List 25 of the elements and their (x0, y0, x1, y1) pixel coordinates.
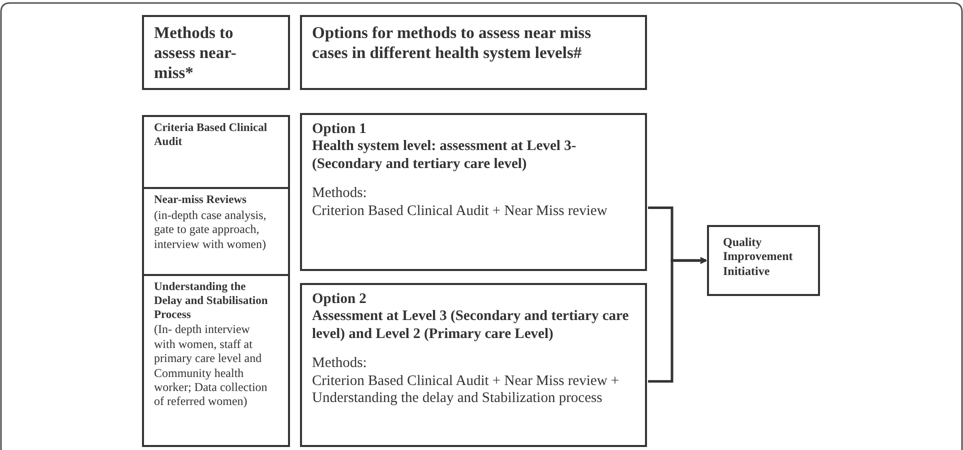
box-text: Health system level: assessment at Level 3- (Secondary and tertiary care level) (312, 138, 578, 174)
box-heading: Option 2 (312, 291, 368, 308)
box-text: (in-depth case analysis, gate to gate approach, interview with women) (154, 208, 268, 251)
box-text: Methods: (312, 185, 368, 203)
option-box (300, 113, 647, 271)
box-heading: Option 1 (312, 121, 368, 138)
method-box (142, 115, 290, 189)
box-heading: Understanding the Delay and Stabilisation Process (154, 281, 269, 322)
header-box (142, 15, 290, 90)
box-text: Quality Improvement Initiative (723, 235, 794, 278)
method-box (142, 187, 290, 276)
box-heading: Near-miss Reviews (154, 194, 248, 208)
box-text: (In- depth interview with women, staff at primary care level and Community health worker; Data collection of referred women) (154, 322, 268, 409)
box-text: Criteria Based Clinical Audit (154, 122, 268, 150)
outcome-box (707, 225, 820, 296)
box-text: Options for methods to assess near miss cases in different health system levels# (312, 23, 592, 63)
header-box (300, 15, 647, 90)
arrow (648, 257, 707, 383)
method-box (142, 274, 290, 447)
option-box (300, 283, 647, 447)
box-text: Criterion Based Clinical Audit + Near Miss review + Understanding the delay and Stabilization process (312, 372, 620, 408)
box-text: Methods: (312, 355, 368, 373)
box-text: Criterion Based Clinical Audit + Near Miss review (312, 202, 608, 220)
box-text: Assessment at Level 3 (Secondary and tertiary care level) and Level 2 (Primary care Level) (312, 308, 630, 344)
box-text: Methods to assess near-miss* (154, 23, 238, 82)
